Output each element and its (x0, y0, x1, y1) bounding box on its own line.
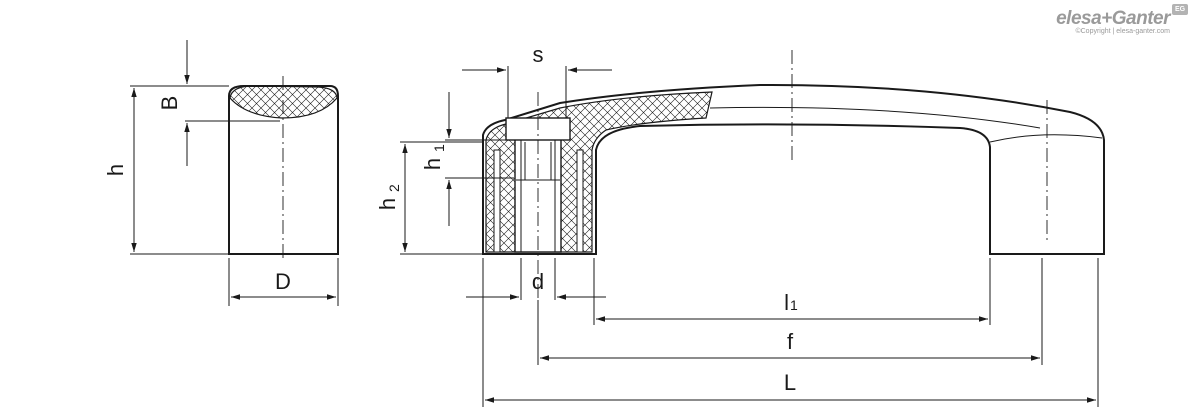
handle-edge-line (709, 106, 1041, 129)
label-h1-main: h (420, 158, 445, 170)
label-h: h (103, 164, 128, 176)
side-view (130, 40, 339, 306)
brand-copyright: ©Copyright | elesa-ganter.com (1075, 28, 1170, 35)
label-l1-sub: 1 (790, 297, 798, 313)
rib-right (576, 149, 584, 253)
label-h1-sub: 1 (431, 144, 447, 152)
handle-outline (482, 83, 1105, 255)
label-s: s (533, 42, 544, 67)
brand-logo: elesa+Ganter ©Copyright | elesa-ganter.c… (1056, 4, 1188, 35)
label-B: B (157, 96, 182, 111)
label-d: d (532, 269, 544, 294)
label-l1-main: l (784, 290, 789, 315)
label-D: D (275, 269, 291, 294)
label-h1: h 1 (420, 144, 447, 170)
handle-flank-line (989, 134, 1103, 143)
label-h2-main: h (375, 198, 400, 210)
rib-left (493, 149, 501, 253)
label-l1: l 1 (784, 290, 798, 315)
label-f: f (787, 329, 794, 354)
label-h2: h 2 (375, 184, 402, 210)
front-view (400, 50, 1105, 407)
side-view-body (228, 85, 339, 255)
label-L: L (784, 370, 796, 395)
side-view-section (229, 85, 338, 119)
label-h2-sub: 2 (386, 184, 402, 192)
brand-badge: EG (1172, 4, 1188, 15)
brand-name: elesa+Ganter (1056, 8, 1170, 29)
